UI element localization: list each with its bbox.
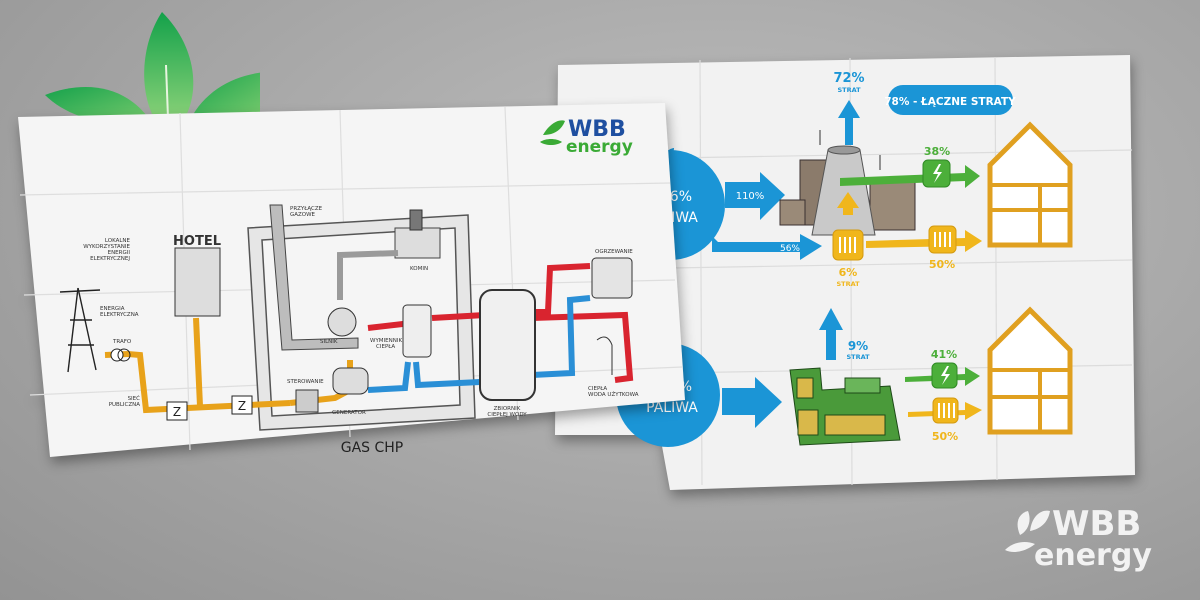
logo-wbb-text: WBB <box>1052 504 1141 544</box>
brand-logo: WBB energy <box>1000 495 1170 575</box>
left-poster <box>10 95 700 465</box>
logo-energy-text: energy <box>1034 538 1152 573</box>
logo-leaves-icon <box>1005 510 1050 552</box>
